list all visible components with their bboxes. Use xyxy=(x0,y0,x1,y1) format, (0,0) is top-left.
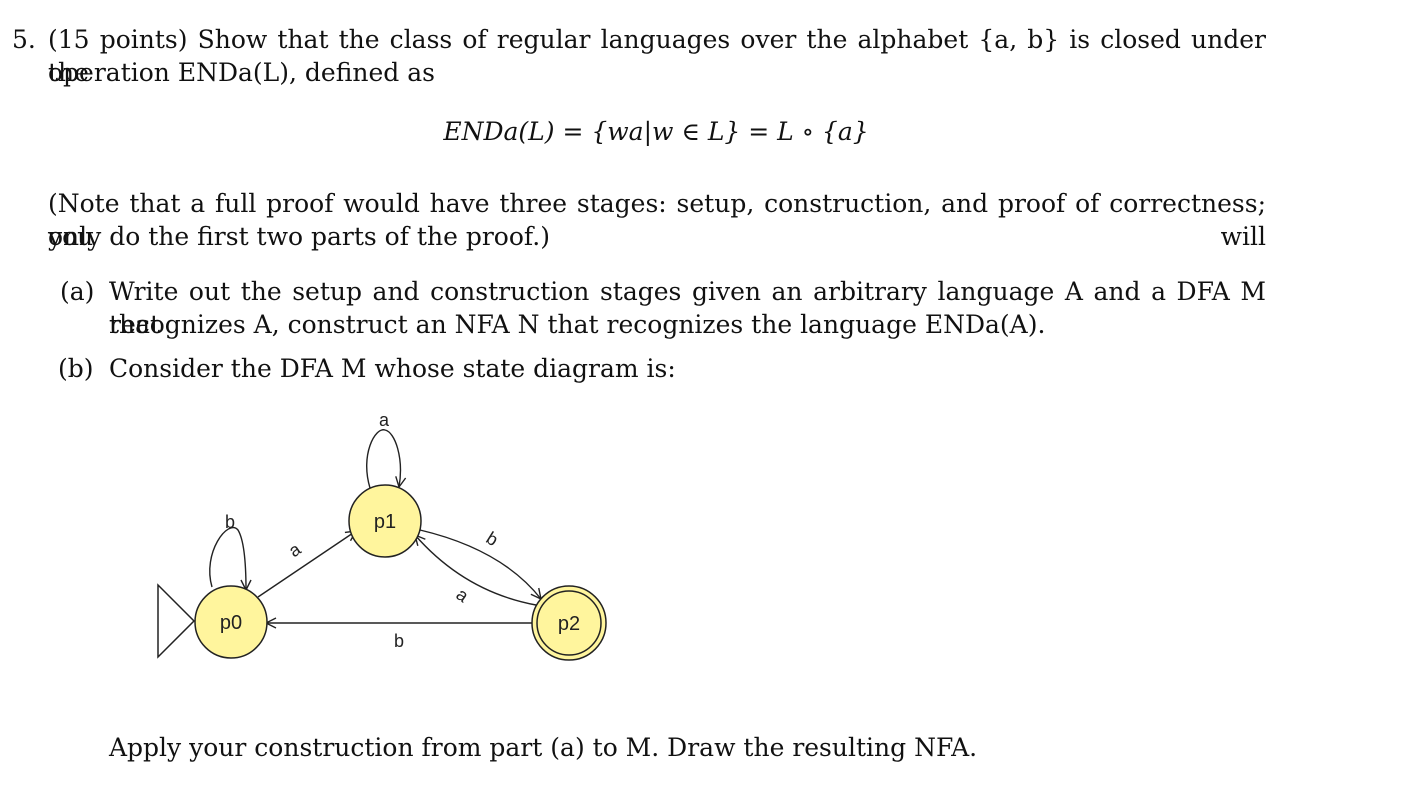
edge-p1-p2-b xyxy=(419,529,541,599)
edge-p1-p1-a xyxy=(366,429,401,488)
edge-label-p0-p0: b xyxy=(225,512,235,532)
part-b-line: Consider the DFA M whose state diagram i… xyxy=(109,354,676,383)
part-b-label: (b) xyxy=(58,354,94,383)
problem-statement-line2: operation ENDa(L), defined as xyxy=(48,58,435,87)
state-p0: p0 xyxy=(194,585,268,659)
part-a-label: (a) xyxy=(60,277,95,306)
edge-p2-p1-a xyxy=(415,535,537,606)
note-line2: only do the first two parts of the proof… xyxy=(48,222,550,251)
note-line1: (Note that a full proof would have three… xyxy=(48,189,1266,251)
problem-statement-line1: (15 points) Show that the class of regul… xyxy=(48,25,1266,87)
edge-label-p2-p1: a xyxy=(453,584,473,607)
state-p2-accept: p2 xyxy=(531,585,607,661)
definition-equation: ENDa(L) = {wa|w ∈ L} = L ∘ {a} xyxy=(443,117,869,146)
state-label-p2: p2 xyxy=(558,613,580,635)
part-a-line2: recognizes A, construct an NFA N that re… xyxy=(109,310,1046,339)
start-arrow-icon xyxy=(157,583,196,659)
edge-label-p1-p2: b xyxy=(483,528,502,550)
state-label-p1: p1 xyxy=(374,511,396,533)
state-label-p0: p0 xyxy=(220,612,242,634)
edge-p0-p1-a xyxy=(257,531,356,598)
part-a-line1: Write out the setup and construction sta… xyxy=(109,277,1266,339)
edge-p0-p0-b xyxy=(209,527,246,590)
edge-label-p1-p1: a xyxy=(379,410,390,430)
edge-label-p0-p1: a xyxy=(285,538,305,561)
problem-number: 5. xyxy=(12,25,36,54)
state-p1: p1 xyxy=(348,484,422,558)
final-instruction: Apply your construction from part (a) to… xyxy=(109,733,978,762)
edge-label-p2-p0: b xyxy=(394,631,404,651)
